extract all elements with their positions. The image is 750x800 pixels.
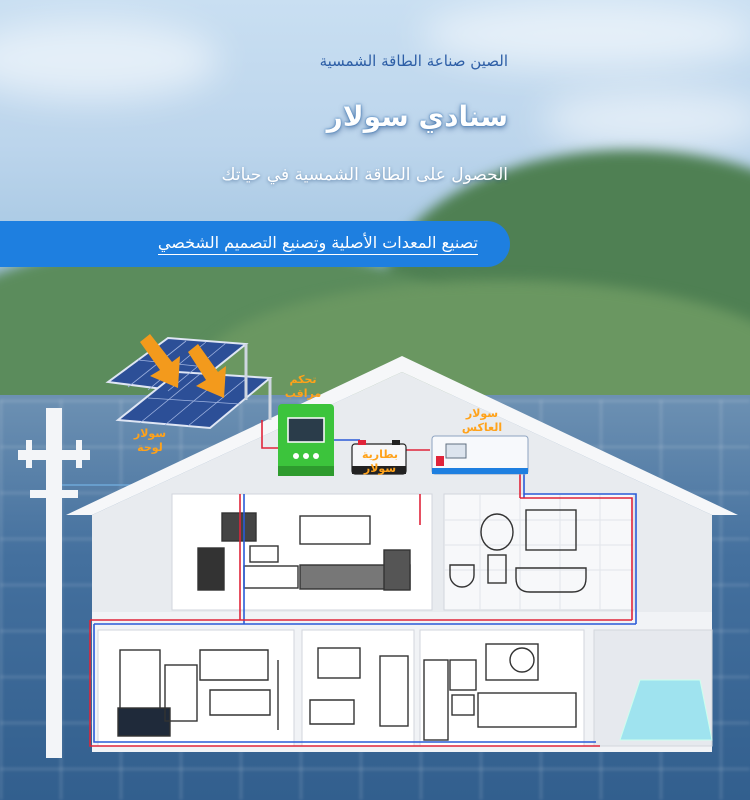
tagline: الحصول على الطاقة الشمسية في حياتك: [221, 165, 508, 185]
wiring: [89, 420, 637, 747]
subtitle: الصين صناعة الطاقة الشمسية: [319, 52, 508, 70]
battery: [351, 440, 407, 475]
oem-odm-link[interactable]: تصنيع المعدات الأصلية وتصنيع التصميم الش…: [157, 232, 478, 255]
cloud: [0, 20, 220, 100]
oem-odm-banner[interactable]: تصنيع المعدات الأصلية وتصنيع التصميم الش…: [0, 221, 510, 267]
brand-title: سنادي سولار: [326, 100, 508, 133]
furniture: [117, 509, 587, 741]
charge-controller: [278, 404, 334, 476]
solar-panel-array: [105, 334, 273, 430]
cloud: [420, 0, 750, 70]
cloud: [540, 90, 750, 150]
inverter: [431, 435, 529, 475]
